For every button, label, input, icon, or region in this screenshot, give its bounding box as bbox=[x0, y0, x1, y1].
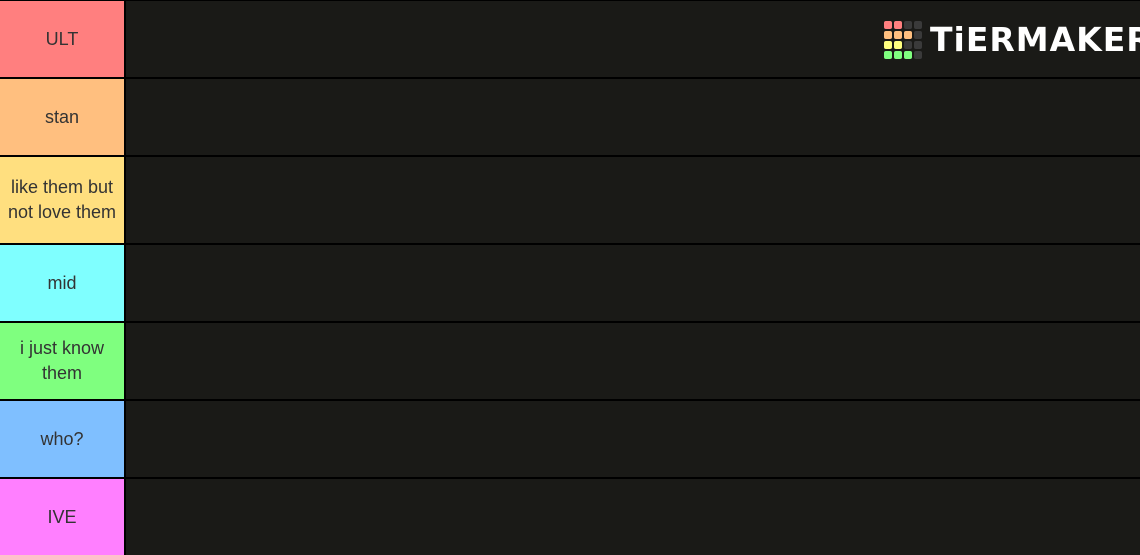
logo-grid-cell bbox=[914, 51, 922, 59]
logo-grid-cell bbox=[884, 51, 892, 59]
tier-drop-zone[interactable] bbox=[124, 323, 1140, 399]
logo-grid-cell bbox=[884, 21, 892, 29]
tier-row-who: who? bbox=[0, 401, 1140, 477]
tier-label[interactable]: stan bbox=[0, 79, 124, 155]
tier-label[interactable]: like them but not love them bbox=[0, 157, 124, 243]
tier-drop-zone[interactable] bbox=[124, 79, 1140, 155]
tier-label[interactable]: who? bbox=[0, 401, 124, 477]
tier-drop-zone[interactable] bbox=[124, 1, 1140, 77]
tier-label[interactable]: ULT bbox=[0, 1, 124, 77]
tier-row-like-them: like them but not love them bbox=[0, 157, 1140, 243]
tiermaker-grid-icon bbox=[884, 21, 922, 59]
tiermaker-logo: TiERMAKER bbox=[884, 20, 1140, 60]
logo-grid-cell bbox=[914, 41, 922, 49]
logo-grid-cell bbox=[914, 31, 922, 39]
tier-drop-zone[interactable] bbox=[124, 245, 1140, 321]
tier-drop-zone[interactable] bbox=[124, 157, 1140, 243]
tier-label[interactable]: mid bbox=[0, 245, 124, 321]
logo-grid-cell bbox=[894, 31, 902, 39]
logo-grid-cell bbox=[904, 51, 912, 59]
tier-label[interactable]: IVE bbox=[0, 479, 124, 555]
tier-drop-zone[interactable] bbox=[124, 479, 1140, 555]
tier-row-just-know: i just know them bbox=[0, 323, 1140, 399]
logo-grid-cell bbox=[914, 21, 922, 29]
logo-grid-cell bbox=[894, 41, 902, 49]
logo-grid-cell bbox=[884, 41, 892, 49]
tier-row-ive: IVE bbox=[0, 479, 1140, 555]
tier-drop-zone[interactable] bbox=[124, 401, 1140, 477]
tiermaker-wordmark: TiERMAKER bbox=[930, 20, 1140, 59]
tier-row-stan: stan bbox=[0, 79, 1140, 155]
tier-row-mid: mid bbox=[0, 245, 1140, 321]
logo-grid-cell bbox=[894, 51, 902, 59]
logo-grid-cell bbox=[894, 21, 902, 29]
logo-grid-cell bbox=[884, 31, 892, 39]
tier-label[interactable]: i just know them bbox=[0, 323, 124, 399]
logo-grid-cell bbox=[904, 31, 912, 39]
tier-row-ult: ULT bbox=[0, 1, 1140, 77]
logo-grid-cell bbox=[904, 21, 912, 29]
logo-grid-cell bbox=[904, 41, 912, 49]
